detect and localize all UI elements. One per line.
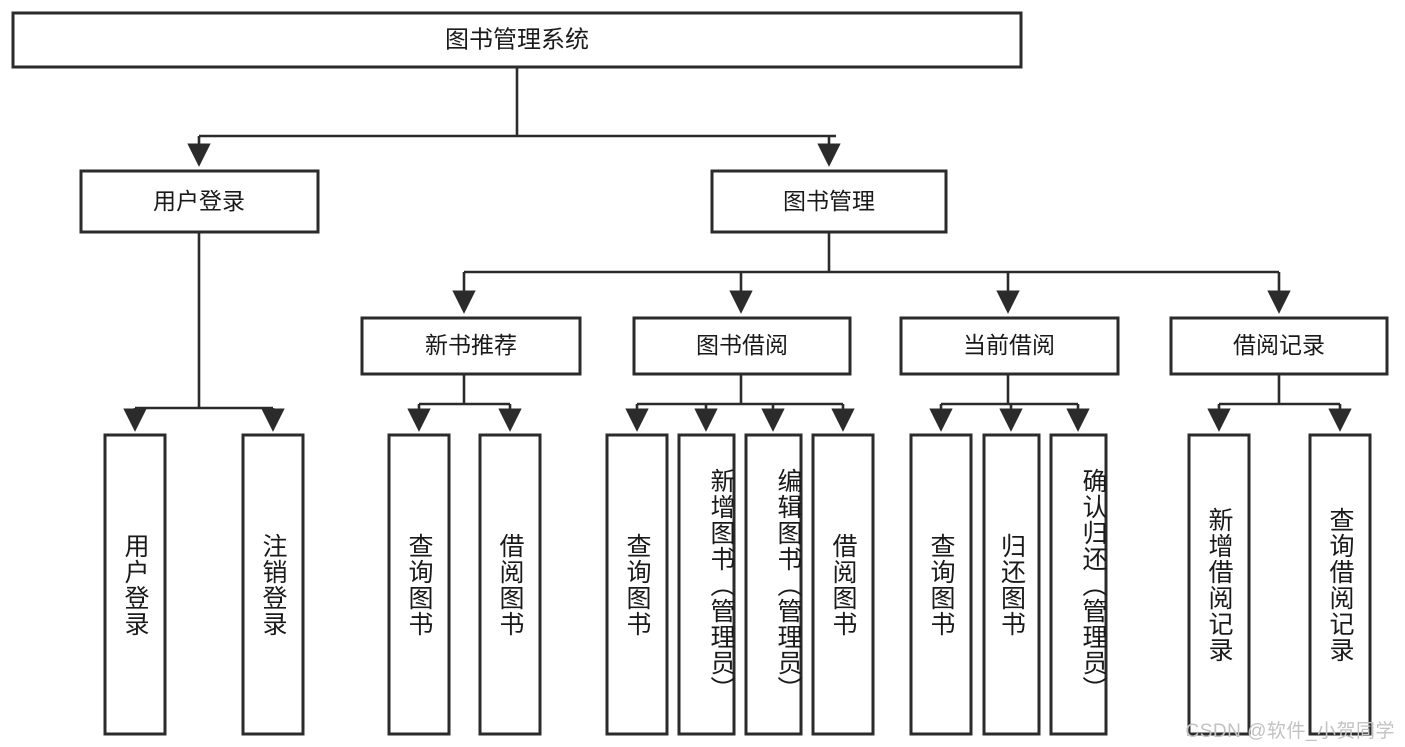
node-box-user-login xyxy=(79,169,320,234)
node-label-new-book-recommend: 新书推荐 xyxy=(425,332,517,358)
leaf-box-add-book[interactable] xyxy=(677,433,736,736)
node-label-borrow-record: 借阅记录 xyxy=(1233,332,1325,358)
node-borrow-record[interactable]: 借阅记录 xyxy=(1169,316,1389,376)
node-box-new-book-recommend xyxy=(360,316,582,376)
node-box-book-borrow xyxy=(632,316,852,376)
node-label-book-borrow: 图书借阅 xyxy=(696,332,788,358)
node-book-borrow[interactable]: 图书借阅 xyxy=(632,316,852,376)
leaf-box-add-record[interactable] xyxy=(1187,433,1251,736)
node-current-borrow[interactable]: 当前借阅 xyxy=(899,316,1120,376)
leaf-box-borrow-book-1[interactable] xyxy=(478,433,542,736)
node-new-book-recommend[interactable]: 新书推荐 xyxy=(360,316,582,376)
leaf-box-confirm-return[interactable] xyxy=(1049,433,1108,736)
node-box-root xyxy=(11,11,1023,69)
leaf-box-user-login[interactable] xyxy=(103,433,167,736)
node-box-book-manage xyxy=(710,169,948,234)
node-book-manage[interactable]: 图书管理 xyxy=(710,169,948,234)
node-system-root[interactable]: 图书管理系统 xyxy=(11,11,1023,69)
node-box-borrow-record xyxy=(1169,316,1389,376)
connector-layer xyxy=(123,67,1352,432)
leaf-box-query-book-3[interactable] xyxy=(909,433,973,736)
node-user-login[interactable]: 用户登录 xyxy=(79,169,320,234)
node-box-current-borrow xyxy=(899,316,1120,376)
leaf-box-query-record[interactable] xyxy=(1308,433,1372,736)
node-label-current-borrow: 当前借阅 xyxy=(963,332,1055,358)
leaf-box-return-book[interactable] xyxy=(982,433,1041,736)
csdn-watermark: CSDN @软件_小贺同学 xyxy=(1185,721,1395,742)
leaf-box-query-book-2[interactable] xyxy=(605,433,669,736)
node-label-user-login: 用户登录 xyxy=(153,188,245,214)
leaf-box-user-logout[interactable] xyxy=(241,433,305,736)
node-label-root: 图书管理系统 xyxy=(445,26,589,53)
leaf-box-edit-book[interactable] xyxy=(744,433,803,736)
leaf-box-borrow-book-2[interactable] xyxy=(811,433,875,736)
leaf-box-layer xyxy=(103,433,1372,736)
node-label-book-manage: 图书管理 xyxy=(783,188,875,214)
leaf-box-query-book-1[interactable] xyxy=(387,433,451,736)
